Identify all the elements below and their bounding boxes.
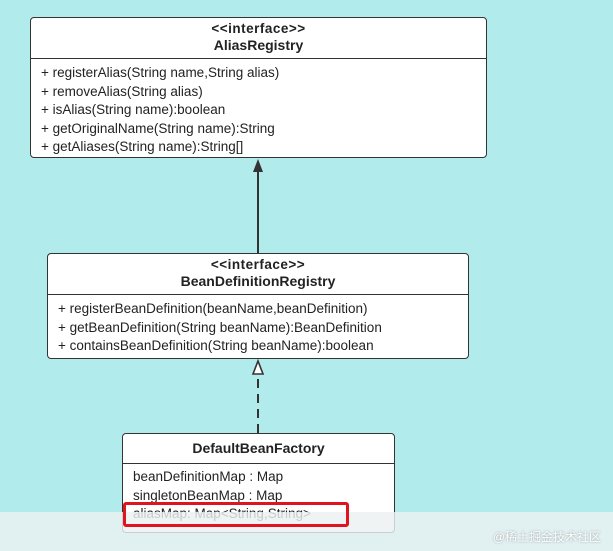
default-bean-factory-name: DefaultBeanFactory <box>192 440 325 456</box>
implements-arrowhead <box>251 358 265 375</box>
member-get-original-name: + getOriginalName(String name):String <box>41 120 275 136</box>
alias-registry-name: AliasRegistry <box>213 37 304 53</box>
bean-definition-registry-box[interactable]: <<interface>> BeanDefinitionRegistry + r… <box>47 253 469 359</box>
bottom-overlay-bar <box>0 512 613 551</box>
alias-registry-stereotype: <<interface>> <box>211 21 306 36</box>
member-remove-alias: + removeAlias(String alias) <box>41 83 203 99</box>
member-register-alias: + registerAlias(String name,String alias… <box>41 65 280 80</box>
alias-registry-box[interactable]: <<interface>> AliasRegistry + registerAl… <box>30 17 487 158</box>
alias-registry-members: + registerAlias(String name,String alias… <box>31 59 486 161</box>
bean-definition-registry-members: + registerBeanDefinition(beanName,beanDe… <box>48 295 468 360</box>
alias-registry-header: <<interface>> AliasRegistry <box>31 18 486 59</box>
bean-definition-registry-header: <<interface>> BeanDefinitionRegistry <box>48 254 468 295</box>
member-singleton-bean-map: singletonBeanMap : Map <box>133 487 283 503</box>
member-bean-definition-map: beanDefinitionMap : Map <box>133 469 284 484</box>
bean-definition-registry-stereotype: <<interface>> <box>210 257 306 272</box>
extends-arrowhead <box>253 159 263 172</box>
default-bean-factory-header: DefaultBeanFactory <box>123 434 394 464</box>
bean-definition-registry-name: BeanDefinitionRegistry <box>180 273 336 289</box>
member-get-aliases: + getAliases(String name):String[] <box>41 139 244 154</box>
member-get-bean-definition: + getBeanDefinition(String beanName):Bea… <box>58 319 382 335</box>
watermark: @稀土掘金技术社区 <box>492 530 601 544</box>
member-register-bean-definition: + registerBeanDefinition(beanName,beanDe… <box>58 301 368 316</box>
member-is-alias: + isAlias(String name):boolean <box>41 102 226 117</box>
member-contains-bean-definition: + containsBeanDefinition(String beanName… <box>58 338 374 353</box>
